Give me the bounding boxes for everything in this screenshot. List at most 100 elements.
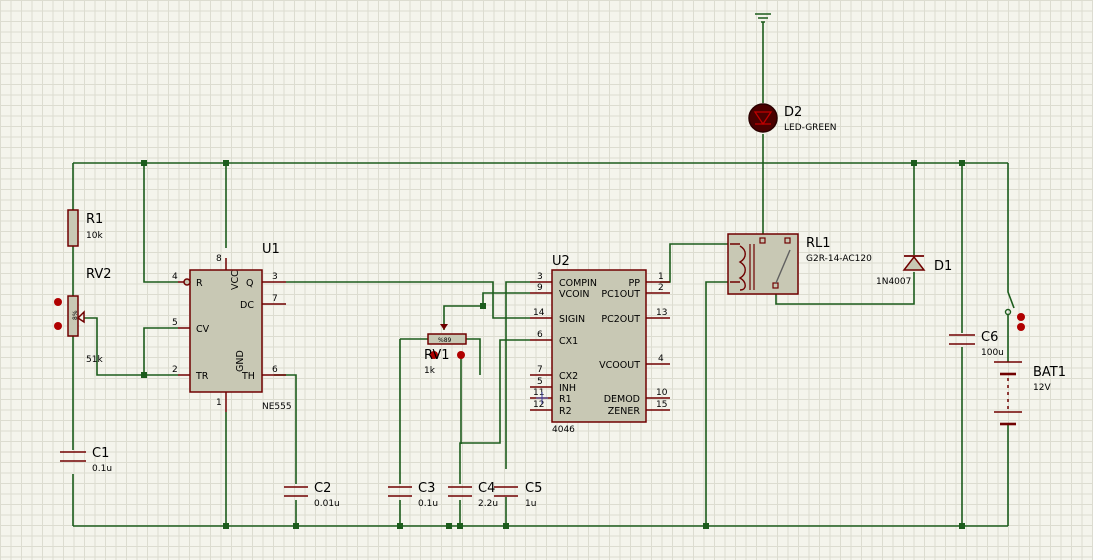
- u2-pn-4: 4: [658, 354, 664, 364]
- u2-value: 4046: [552, 425, 575, 435]
- switch-button-a[interactable]: [1017, 313, 1025, 321]
- junctions: [141, 160, 965, 529]
- rv2-value: 51k: [86, 355, 103, 365]
- u2-pn-10: 10: [656, 388, 668, 398]
- capacitor-c1[interactable]: C1 0.1u: [60, 446, 112, 474]
- wire-q-sigin: [286, 281, 530, 319]
- potentiometer-rv1[interactable]: %89 RV1 1k: [424, 324, 467, 376]
- u2-pn-11: 11: [533, 388, 544, 398]
- ground-icon: [755, 13, 771, 23]
- u1-pin-r: R: [196, 278, 203, 289]
- ic-u1-ne555[interactable]: R VCC Q DC CV TR GND TH 4 8 3 7 5 2 6 1 …: [172, 242, 292, 412]
- u2-pn-14: 14: [533, 308, 545, 318]
- probe-marker-icon: [536, 392, 548, 404]
- switch-sw[interactable]: [1004, 282, 1026, 334]
- u1-pn-8: 8: [216, 254, 222, 264]
- relay-contact-icon: [775, 249, 791, 284]
- u2-pin-pp: PP: [629, 278, 641, 289]
- relay-coil-icon: [738, 245, 746, 291]
- bat1-ref: BAT1: [1033, 365, 1066, 380]
- r1-value: 10k: [86, 231, 103, 241]
- led-icon: [748, 103, 778, 133]
- capacitor-c2[interactable]: C2 0.01u: [284, 481, 340, 509]
- u2-pn-13: 13: [656, 308, 667, 318]
- wire-cx1-c4: [459, 339, 530, 526]
- diode-d1[interactable]: D1 1N4007: [876, 255, 952, 287]
- u2-pn-2: 2: [658, 283, 664, 293]
- u1-pn-1: 1: [216, 398, 222, 408]
- u1-pin-dc: DC: [240, 300, 254, 311]
- wire-reset: [143, 163, 178, 283]
- led-d2[interactable]: D2 LED-GREEN: [748, 103, 837, 133]
- u2-pin-cx1: CX1: [559, 336, 578, 347]
- u1-pin-gnd: GND: [235, 350, 246, 372]
- u2-pin-vcoin: VCOIN: [559, 289, 590, 300]
- wire-th-c2: [274, 374, 297, 526]
- u2-pn-6: 6: [537, 330, 543, 340]
- switch-button-b[interactable]: [1017, 323, 1025, 331]
- c3-value: 0.1u: [418, 499, 438, 509]
- u2-pn-1: 1: [658, 272, 664, 282]
- d2-value: LED-GREEN: [784, 123, 837, 133]
- u1-pin-q: Q: [246, 278, 253, 289]
- relay-rl1[interactable]: RL1 G2R-14-AC120: [727, 233, 872, 295]
- capacitor-c6[interactable]: C6 100u: [949, 330, 1004, 358]
- c1-ref: C1: [92, 446, 109, 461]
- resistor-r1[interactable]: R1 10k: [67, 209, 103, 247]
- u2-pin-vcoout: VCOOUT: [599, 360, 640, 371]
- rv1-dec-marker: [430, 351, 438, 359]
- u1-pin-tr: TR: [195, 371, 209, 382]
- rv1-inc-marker: [457, 351, 465, 359]
- u1-pin-cv: CV: [196, 324, 210, 335]
- c2-ref: C2: [314, 481, 331, 496]
- u1-pn-4: 4: [172, 272, 178, 282]
- rv2-dec-marker: [54, 322, 62, 330]
- c6-value: 100u: [981, 348, 1004, 358]
- d1-ref: D1: [934, 259, 952, 274]
- u1-ref: U1: [262, 242, 280, 257]
- capacitor-c4[interactable]: C4 2.2u: [448, 481, 498, 509]
- u1-pn-3: 3: [272, 272, 278, 282]
- ground-terminal[interactable]: [755, 13, 771, 23]
- wire-compin-c5: [505, 281, 530, 526]
- d2-ref: D2: [784, 105, 802, 120]
- u1-pn-6: 6: [272, 365, 278, 375]
- rv1-value: 1k: [424, 366, 436, 376]
- u2-pin-cx2: CX2: [559, 371, 578, 382]
- u1-pn-2: 2: [172, 365, 178, 375]
- capacitor-c3[interactable]: C3 0.1u: [388, 481, 438, 509]
- rv2-ref: RV2: [86, 267, 112, 282]
- rl1-ref: RL1: [806, 236, 831, 251]
- potentiometer-rv2[interactable]: 8% RV2 51k: [54, 267, 112, 365]
- u2-pin-inh: INH: [559, 383, 576, 394]
- u2-pin-demod: DEMOD: [604, 394, 640, 405]
- bat1-value: 12V: [1033, 383, 1051, 393]
- d1-value: 1N4007: [876, 277, 911, 287]
- c4-value: 2.2u: [478, 499, 498, 509]
- wire-relay-d1: [775, 272, 915, 305]
- u2-pn-9: 9: [537, 283, 543, 293]
- wire-rv1-c3: [399, 338, 481, 526]
- u2-pn-3: 3: [537, 272, 543, 282]
- ic-u2-4046[interactable]: COMPIN VCOIN SIGIN CX1 CX2 INH R1 R2 PP …: [530, 254, 670, 435]
- switch-icon: [1007, 282, 1015, 309]
- c1-value: 0.1u: [92, 464, 112, 474]
- u2-pin-sigin: SIGIN: [559, 314, 585, 325]
- u1-pn-7: 7: [272, 294, 278, 304]
- rv2-wiper: 8%: [72, 310, 79, 320]
- capacitor-c5[interactable]: C5 1u: [494, 481, 542, 509]
- u2-pn-12: 12: [533, 400, 544, 410]
- u2-pin-zener: ZENER: [608, 406, 641, 417]
- wire-cv: [143, 327, 178, 375]
- u1-value: NE555: [262, 402, 292, 412]
- u1-pin-th: TH: [241, 371, 255, 382]
- rv1-ref: RV1: [424, 348, 450, 363]
- u2-pn-5: 5: [537, 377, 543, 387]
- u2-pin-pc1out: PC1OUT: [601, 289, 640, 300]
- battery-bat1[interactable]: BAT1 12V: [994, 361, 1066, 426]
- u1-pin-vcc: VCC: [230, 270, 241, 290]
- rv2-inc-marker: [54, 298, 62, 306]
- c3-ref: C3: [418, 481, 435, 496]
